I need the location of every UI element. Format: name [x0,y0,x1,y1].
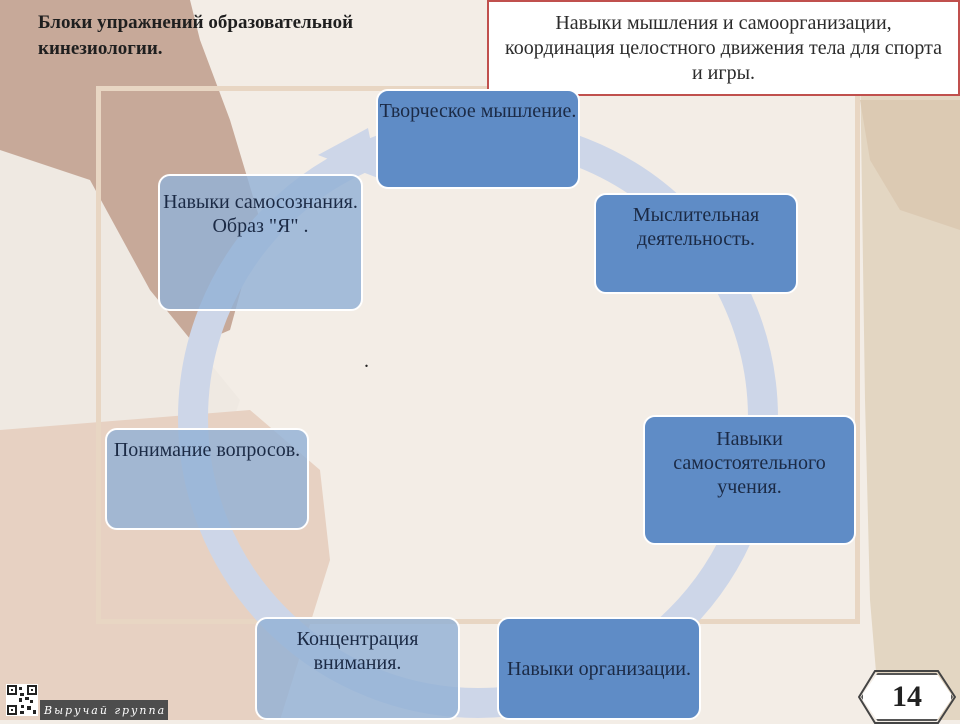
node-label: Навыки организации. [507,657,691,680]
node-mental-activity: Мыслительная деятельность. [594,193,798,294]
node-attention-concentration: Концентрация внимания. [255,617,460,720]
subtitle-box: Навыки мышления и самоорганизации, коорд… [487,0,960,96]
bg-cream-shape [0,150,240,430]
center-dot: . [364,350,369,372]
node-independent-learning: Навыки самостоятельного учения. [643,415,856,545]
node-label: Навыки самостоятельного учения. [673,428,826,498]
brand-badge: Выручай группа [40,700,168,720]
node-label: Навыки самосознания. Образ "Я" . [163,191,358,237]
node-label: Мыслительная деятельность. [632,204,760,250]
content-frame [96,86,860,624]
page-number: 14 [861,673,953,721]
qr-code-icon [6,684,38,716]
node-self-awareness: Навыки самосознания. Образ "Я" . [158,174,363,311]
node-label: Понимание вопросов. [113,439,301,461]
ring-arrow-head [318,128,378,178]
subtitle-text: Навыки мышления и самоорганизации, коорд… [505,11,942,84]
node-label: Творческое мышление. [379,100,577,122]
bg-right-strip [860,100,960,230]
bg-right-paper [860,60,960,720]
node-label: Концентрация внимания. [296,628,419,674]
slide-heading: Блоки упражнений образовательной кинезио… [38,12,354,59]
node-question-understanding: Понимание вопросов. [105,428,309,530]
node-organization-skills: Навыки организации. [497,617,701,720]
node-creative-thinking: Творческое мышление. [376,89,580,189]
